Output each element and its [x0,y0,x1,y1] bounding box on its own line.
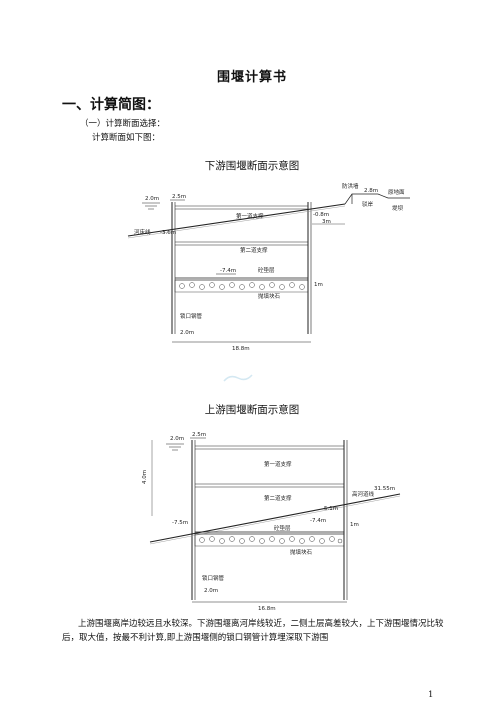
watermark-icon [223,374,253,382]
section-heading: 一、计算简图： [62,97,160,113]
fig2-level-mid: -5.1m [322,506,338,512]
page-number: 1 [428,690,434,700]
fig1-riprap: 抛填块石 [258,292,281,300]
fig2-dim-1m: 1m [350,522,359,528]
figure1-caption: 下游围堰断面示意图 [204,160,300,172]
fig2-bottom-level: -7.4m [310,518,326,524]
figure1-diagram: 2.0m 2.5m 第一道支撑 第二道支撑 河床线 -3.6m 防洪墙 2.8m… [127,182,410,352]
fig2-depth-dim: 4.0m [142,470,148,484]
fig2-riprap: 抛填块石 [290,548,313,556]
body-paragraph: 上游围堰离岸边较远且水较深。下游围堰离河岸线较近，二侧土层高差较大，上下游围堰情… [62,619,444,643]
fig2-cushion: 砼垫层 [274,524,291,532]
fig2-brace2: 第二道支撑 [264,494,292,502]
fig1-brace2: 第二道支撑 [240,246,268,254]
fig1-water-level: 2.0m [145,196,159,202]
fig1-dim-3m: 3m [322,219,331,225]
fig1-dike: 驳岸 [362,200,374,208]
fig1-cushion: 砼垫层 [258,266,275,274]
fig1-existing-road: 原地面 [388,188,405,196]
figure2-diagram: 2.0m 2.5m 4.0m 第一道支撑 第二道支撑 -7.5m -5.1m 高… [142,432,401,612]
fig2-pile-tip: 2.0m [204,588,218,594]
subsection-heading: （一）计算断面选择： [80,119,166,129]
fig1-pipe: 锁口钢管 [180,312,203,320]
fig1-riverbed: -3.6m [160,230,176,236]
subsection-text: 计算断面如下图： [92,133,161,143]
fig1-top-level: 2.5m [172,194,186,200]
fig2-water-level: 2.0m [170,436,184,442]
fig1-level-mid: -0.8m [313,212,329,218]
fig1-bank-line: 河床线 [134,228,151,236]
fig2-top-level: 2.5m [192,432,206,438]
fig1-width: 18.8m [232,346,250,352]
fig1-levee: 堤坝 [392,204,404,212]
fig1-bottom-level: -7.4m [220,268,236,274]
fig1-flood-wall: 防洪墙 [342,182,359,190]
fig2-width: 16.8m [258,606,276,612]
fig2-riverbed: -7.5m [172,520,188,526]
fig1-brace1: 第一道支撑 [236,212,264,220]
document-title: 围堰计算书 [216,70,287,85]
fig2-bank-label: 高河道线 [352,490,375,498]
figure2-caption: 上游围堰断面示意图 [204,404,300,416]
fig1-dim-1m: 1m [314,282,323,288]
fig2-brace1: 第一道支撑 [264,460,292,468]
fig2-bank-level: 31.55m [374,486,395,492]
fig1-pile-tip: 2.0m [180,330,194,336]
fig1-bank-level: 2.8m [364,188,378,194]
fig2-pipe: 锁口钢管 [202,574,225,582]
